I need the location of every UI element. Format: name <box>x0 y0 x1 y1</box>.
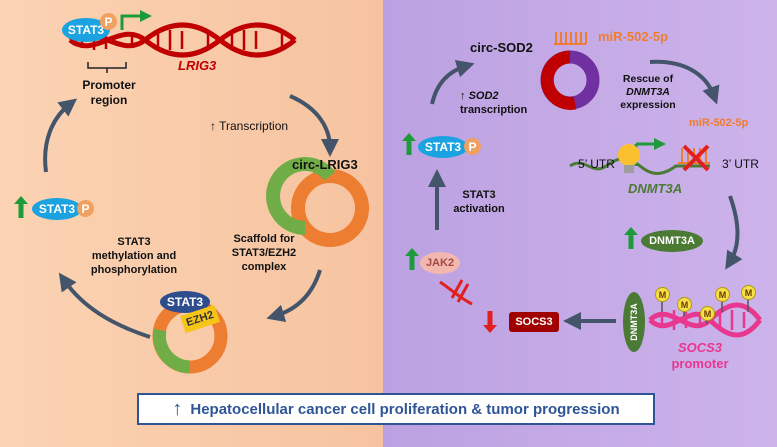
methyl-badge: M <box>677 297 692 312</box>
phospho-badge: P <box>77 200 94 217</box>
arrow-to-methylation <box>58 272 151 339</box>
stat3-label: STAT3 <box>67 23 105 37</box>
arrow-to-circ-sod2 <box>430 59 475 105</box>
inhibition-mark <box>439 279 473 306</box>
outcome-banner: ↑ Hepatocellular cancer cell proliferati… <box>137 393 655 425</box>
jak2-protein: JAK2 <box>420 252 460 274</box>
promoter-bracket <box>87 62 127 73</box>
circ-sod2-label: circ-SOD2 <box>470 40 533 55</box>
circ-sod2-ring <box>540 50 600 110</box>
stat3-in-complex: STAT3 <box>160 291 210 313</box>
up-arrow-icon: ↑ <box>210 119 216 133</box>
utr5-label: 5’ UTR <box>578 157 615 171</box>
down-arrow-red-icon <box>483 311 497 333</box>
socs3-promoter-label: SOCS3 promoter <box>671 340 729 371</box>
up-arrow-green-icon <box>402 133 416 155</box>
dnmt3a-protein: DNMT3A <box>641 230 703 252</box>
methyl-badge: M <box>741 285 756 300</box>
circ-lrig3-ring <box>266 157 369 247</box>
phospho-badge: P <box>464 138 481 155</box>
stat3-phosphorylated-right: STAT3 <box>418 136 468 158</box>
methyl-badge: M <box>655 287 670 302</box>
arrow-from-circ-sod2 <box>649 59 720 105</box>
sod2-transcription-label: ↑ SOD2 transcription <box>460 90 528 116</box>
phospho-badge: P <box>100 13 117 30</box>
methyl-badge: M <box>715 287 730 302</box>
cross-mark-icon <box>682 144 710 172</box>
transcription-label: ↑ Transcription <box>210 119 289 133</box>
socs3-protein: SOCS3 <box>509 312 559 332</box>
scaffold-label: Scaffold for STAT3/EZH2 complex <box>231 233 297 273</box>
mirna-label-3utr: miR-502-5p <box>689 117 749 129</box>
promoter-region-label: Promoter region <box>82 78 136 107</box>
up-arrow-icon: ↑ <box>460 90 466 102</box>
up-arrow-green-icon <box>624 227 638 249</box>
methylation-label: STAT3 methylation and phosphorylation <box>90 236 178 276</box>
mirna-label: miR-502-5p <box>598 29 669 44</box>
rescue-label: Rescue of DNMT3A expression <box>620 73 676 111</box>
stat3-activation-label: STAT3 activation <box>453 189 505 215</box>
methyl-badge: M <box>700 306 715 321</box>
utr3-label: 3’ UTR <box>722 157 759 171</box>
dnmt3a-gene-label: DNMT3A <box>628 181 683 196</box>
lightbulb-icon <box>618 144 640 173</box>
stat3-phosphorylated: STAT3 <box>32 198 82 220</box>
circ-lrig3-label: circ-LRIG3 <box>292 157 358 172</box>
up-arrow-green-icon <box>14 196 28 218</box>
arrow-to-promoter <box>43 98 78 173</box>
right-panel-bg <box>383 0 777 447</box>
transcription-start-arrow <box>120 10 152 30</box>
outcome-text: Hepatocellular cancer cell proliferation… <box>190 400 620 418</box>
up-arrow-icon: ↑ <box>172 397 183 420</box>
dnmt3a-bound: DNMT3A <box>623 292 645 352</box>
lrig3-gene-label: LRIG3 <box>178 58 217 73</box>
mirna-comb <box>554 32 587 45</box>
arrow-to-dnmt3a-protein <box>725 195 743 270</box>
arrow-to-scaffold <box>266 269 322 323</box>
up-arrow-green-icon <box>405 248 419 270</box>
arrow-to-circ-lrig3 <box>289 94 339 157</box>
